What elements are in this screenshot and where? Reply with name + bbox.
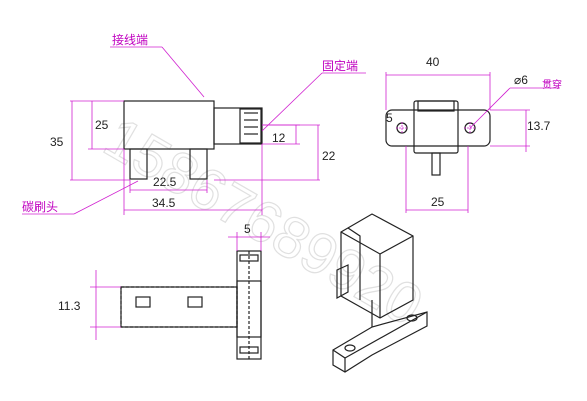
dim-top-hole-offset: 5 <box>386 111 393 125</box>
label-through-hole: 贯穿 <box>542 78 562 91</box>
iso-base-plate <box>332 311 428 373</box>
dim-front-brush-offset: 22.5 <box>153 175 177 189</box>
label-fixed-end: 固定端 <box>322 58 358 73</box>
dim-top-hole-diameter: ⌀6 <box>514 73 528 87</box>
dim-side-tab-width: 5 <box>244 222 251 236</box>
iso-hole-right <box>406 314 418 322</box>
dim-front-total-height: 35 <box>50 135 64 149</box>
front-terminal-block <box>239 108 262 144</box>
side-slot-right <box>187 296 203 308</box>
dim-front-overall-width: 34.5 <box>152 196 176 210</box>
dim-front-tab-height: 12 <box>272 131 286 145</box>
top-shaft <box>431 152 441 176</box>
dim-side-height: 11.3 <box>58 299 81 313</box>
top-view: 40 13.7 5 ⌀6 贯穿 25 <box>385 55 562 213</box>
top-base-plate <box>385 109 491 147</box>
dim-top-body-width: 25 <box>431 195 445 209</box>
front-view: 35 25 12 22 22.5 34.5 接线端 固定端 碳刷头 <box>22 32 366 215</box>
top-body <box>413 100 459 154</box>
dim-top-overall-width: 40 <box>426 55 440 69</box>
front-brush-right <box>189 148 208 180</box>
watermark: 15867689920 <box>94 105 434 339</box>
dim-top-hole-pitch: 13.7 <box>527 119 551 133</box>
dim-front-body-height: 25 <box>95 118 109 132</box>
label-wire-terminal: 接线端 <box>112 32 148 47</box>
side-slot-left <box>135 296 151 308</box>
dim-front-tab-drop: 22 <box>322 149 336 163</box>
isometric-view <box>332 213 428 373</box>
front-brush-left <box>129 148 148 180</box>
label-carbon-brush-head: 碳刷头 <box>22 200 58 214</box>
side-view: 5 11.3 <box>58 222 270 360</box>
front-side-tab <box>213 107 263 145</box>
iso-hole-left <box>344 344 356 352</box>
